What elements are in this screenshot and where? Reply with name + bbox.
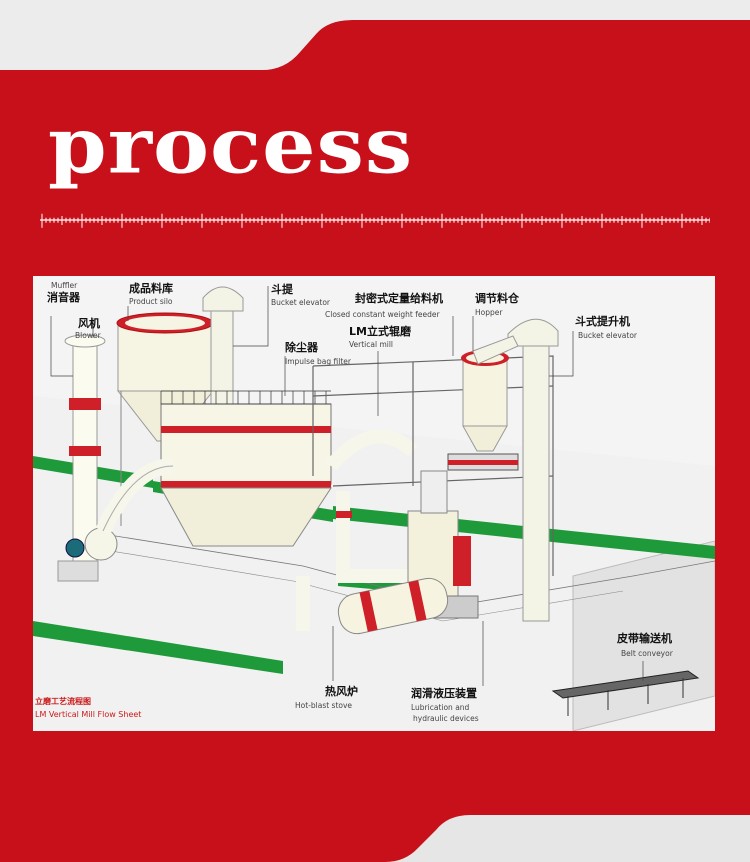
plant-illustration — [33, 286, 715, 731]
hot-blast-stove-label-en: Hot-blast stove — [295, 701, 353, 710]
diagram-caption-en: LM Vertical Mill Flow Sheet — [35, 710, 142, 719]
product-silo-label-en: Product silo — [129, 297, 173, 306]
feeder-label-en: Closed constant weight feeder — [325, 310, 440, 319]
ruler-divider — [40, 213, 710, 228]
muffler-label-cn: 消音器 — [47, 291, 80, 304]
hopper-label-cn: 调节料仓 — [475, 292, 519, 305]
process-diagram: Muffler 消音器 风机 Blower 成品料库 Product silo … — [33, 276, 715, 731]
vertical-mill-label-en: Vertical mill — [349, 340, 394, 349]
belt-conveyor-label-cn: 皮带输送机 — [617, 632, 672, 645]
bag-filter-label-cn: 除尘器 — [285, 341, 318, 354]
bucket-elevator-1-label-cn: 斗提 — [271, 283, 293, 296]
bucket-elevator-2-label-cn: 斗式提升机 — [575, 315, 630, 328]
page-title: process — [48, 100, 414, 192]
bag-filter-label-en: Impulse bag filter — [285, 357, 351, 366]
bucket-elevator-1-label-en: Bucket elevator — [271, 298, 330, 307]
vertical-mill-label-cn: LM立式辊磨 — [349, 325, 411, 338]
hot-blast-stove-label-cn: 热风炉 — [325, 685, 358, 698]
lubrication-label-en-1: Lubrication and — [411, 703, 470, 712]
lubrication-label-en-2: hydraulic devices — [413, 714, 479, 723]
blower-label-en: Blower — [75, 331, 101, 340]
muffler-label-en: Muffler — [51, 281, 78, 290]
belt-conveyor-label-en: Belt conveyor — [621, 649, 673, 658]
bucket-elevator-2-label-en: Bucket elevator — [578, 331, 637, 340]
lubrication-label-cn: 润滑液压装置 — [411, 687, 477, 700]
product-silo-label-cn: 成品料库 — [129, 282, 173, 295]
diagram-caption-cn: 立磨工艺流程图 — [35, 697, 91, 706]
blower-label-cn: 风机 — [78, 317, 100, 330]
hopper-label-en: Hopper — [475, 308, 503, 317]
feeder-label-cn: 封密式定量给料机 — [355, 292, 443, 305]
